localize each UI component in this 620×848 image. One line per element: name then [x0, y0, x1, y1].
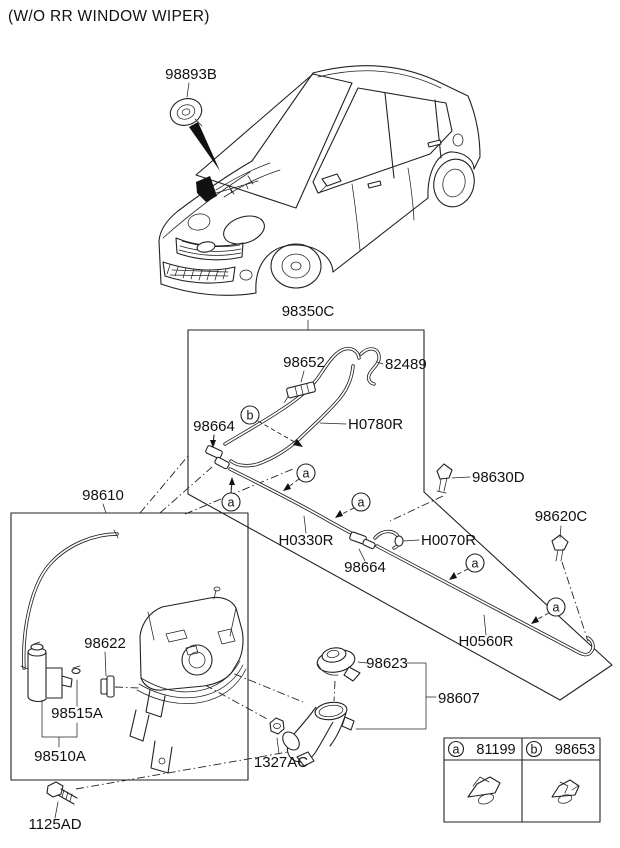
callout-b: b [240, 405, 260, 425]
legend-part-a: 81199 [476, 742, 515, 758]
label-nozzle-right: 98630D [472, 469, 525, 486]
filler-cap-part [316, 647, 361, 682]
callout-letter: b [247, 409, 254, 423]
filler-neck-part [282, 701, 355, 767]
bolt-part [46, 781, 78, 805]
hose-connector-upper-part [205, 445, 230, 470]
label-filler-cap: 98623 [366, 655, 408, 672]
label-res-grommet: 98622 [84, 635, 126, 652]
headlight [223, 215, 265, 245]
callout-letter: a [358, 496, 365, 510]
pointer-arrow [189, 122, 220, 171]
hose-assy-box-outline [187, 329, 425, 495]
callout-letter: a [228, 496, 235, 510]
label-nut: 1327AC [254, 754, 308, 771]
nut-part [269, 717, 285, 735]
fuel-door [452, 133, 464, 147]
reference-leaders [75, 455, 589, 790]
label-hose-joint: H0070R [421, 532, 476, 549]
label-hose-assy: 98350C [282, 303, 335, 320]
clip-a-icon [467, 776, 501, 805]
label-nozzle-left: 98620C [535, 508, 588, 525]
cowl-shade [196, 176, 217, 202]
windshield [195, 73, 353, 209]
cowl-platform-lines [187, 491, 613, 701]
callout-a-5: a [546, 597, 566, 617]
hose-82489 [359, 347, 381, 386]
label-hose-mid: H0330R [278, 532, 333, 549]
clip-b-icon [551, 779, 580, 804]
lower-intake [162, 261, 236, 284]
filler-bracket-lines [355, 661, 437, 730]
callout-a-4: a [465, 553, 485, 573]
callout-a-1: a [221, 492, 241, 512]
washer-hoses [223, 346, 595, 657]
label-hose-rear: H0560R [458, 633, 513, 650]
callout-letter: a [553, 601, 560, 615]
fog-lamp [239, 269, 253, 281]
side-mirror [321, 173, 342, 187]
nozzle-98630d-part [436, 463, 453, 494]
washer-pump-part [27, 641, 73, 702]
page-title: (W/O RR WINDOW WIPER) [8, 8, 210, 25]
label-hose-clip: 98652 [283, 354, 325, 371]
legend-key-b: b [531, 743, 538, 757]
rear-wheel [433, 158, 475, 208]
kia-badge [196, 241, 216, 253]
callout-letter: a [303, 467, 310, 481]
reservoir-tank [20, 529, 247, 774]
front-wheel [270, 243, 322, 289]
nozzle-98620c-part [551, 534, 569, 562]
label-leaders [41, 319, 562, 819]
label-hose-front: H0780R [348, 416, 403, 433]
wiper-arms [215, 162, 281, 198]
reservoir-grommet-part [100, 675, 115, 698]
grille [175, 237, 244, 261]
hose-clip-part [284, 381, 316, 403]
label-connector-upper: 98664 [193, 418, 235, 435]
hood-grommet-98893b [169, 82, 220, 171]
hood-washer-tube [215, 180, 259, 194]
label-connector-lower: 98664 [344, 559, 386, 576]
label-pump-seal: 98515A [51, 705, 103, 722]
legend-key-a: a [453, 743, 460, 757]
label-bolt: 1125AD [28, 816, 81, 833]
callout-letter: a [472, 557, 479, 571]
label-elbow-hose: 82489 [385, 356, 427, 373]
callout-arrows [210, 420, 550, 624]
label-reservoir-assy: 98610 [82, 487, 124, 504]
pump-seal-part [71, 665, 81, 675]
label-filler-neck: 98607 [438, 690, 480, 707]
legend-table: a 81199 b 98653 [443, 737, 601, 823]
hose-connector-lower-part [349, 531, 404, 550]
callout-a-2: a [296, 463, 316, 483]
label-hood-grommet: 98893B [165, 66, 217, 83]
car-illustration [158, 65, 481, 296]
legend-part-b: 98653 [555, 742, 595, 758]
callout-a-3: a [351, 492, 371, 512]
label-washer-pump: 98510A [34, 748, 86, 765]
